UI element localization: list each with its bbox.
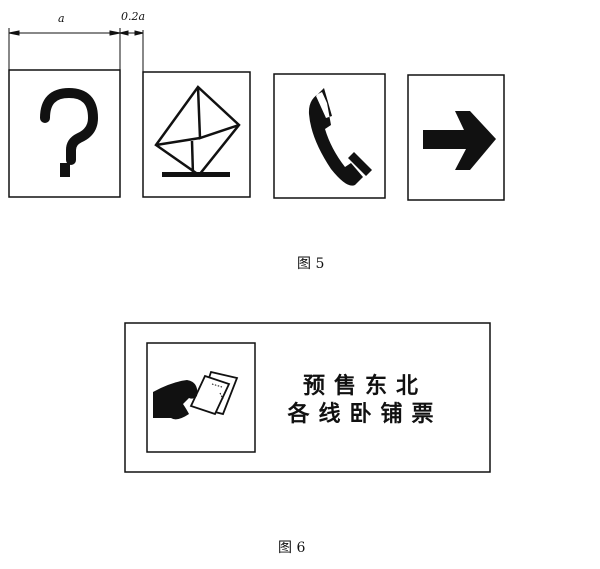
question-sign [8, 69, 121, 198]
mail-sign [142, 71, 251, 198]
telephone-handset-icon [308, 88, 372, 186]
dimension-label-gap: 0.2a [121, 10, 146, 23]
mail-envelope-icon [154, 85, 241, 177]
ticket-sign [124, 322, 491, 473]
question-mark-icon [40, 87, 99, 177]
sign-text-line-2: 各线卧铺票 [287, 402, 443, 427]
arrow-sign [407, 74, 505, 201]
mail-base-bar [162, 172, 230, 177]
telephone-sign [273, 73, 386, 199]
right-arrow-icon [423, 111, 496, 170]
figure-6-caption: 图 6 [278, 540, 306, 556]
sign-text-line-1: 预售东北 [302, 374, 427, 399]
figure-5-caption: 图 5 [297, 256, 325, 272]
hand-holding-tickets-icon [153, 370, 239, 420]
dimension-lines [8, 28, 144, 72]
dimension-label-a: a [58, 12, 65, 25]
